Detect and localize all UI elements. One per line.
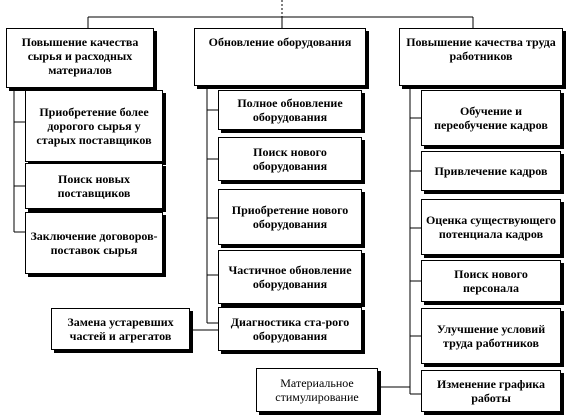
- item-replace-worn-parts: Замена устаревших частей и агрегатов: [51, 308, 190, 350]
- item-attract-staff: Привлечение кадров: [421, 151, 561, 191]
- item-search-new-personnel: Поиск нового персонала: [421, 260, 561, 302]
- item-improve-working-conditions: Улучшение условий труда работников: [421, 308, 561, 364]
- item-assess-staff-potential: Оценка существующего потенциала кадров: [421, 199, 561, 255]
- item-full-equipment-renewal: Полное обновление оборудования: [218, 90, 362, 130]
- item-search-new-equipment: Поиск нового оборудования: [218, 137, 362, 181]
- column-header-labor: Повышение качества труда работников: [399, 28, 563, 86]
- column-header-equipment: Обновление оборудования: [194, 28, 366, 86]
- item-purchase-new-equipment: Приобретение нового оборудования: [218, 189, 362, 245]
- item-partial-equipment-renewal: Частичное обновление оборудования: [218, 250, 362, 304]
- item-find-new-suppliers: Поиск новых поставщиков: [25, 163, 163, 209]
- item-change-work-schedule: Изменение графика работы: [421, 370, 561, 412]
- item-staff-training: Обучение и переобучение кадров: [421, 90, 561, 146]
- item-old-equipment-diagnostics: Диагностика ста-рого оборудования: [218, 307, 362, 351]
- column-header-raw-materials: Повышение качества сырья и расходных мат…: [6, 28, 154, 88]
- item-supply-contracts: Заключение договоров-поставок сырья: [25, 212, 163, 274]
- item-buy-better-raw-materials: Приобретение более дорогого сырья у стар…: [25, 90, 163, 162]
- item-material-incentives: Материальное стимулирование: [256, 368, 378, 412]
